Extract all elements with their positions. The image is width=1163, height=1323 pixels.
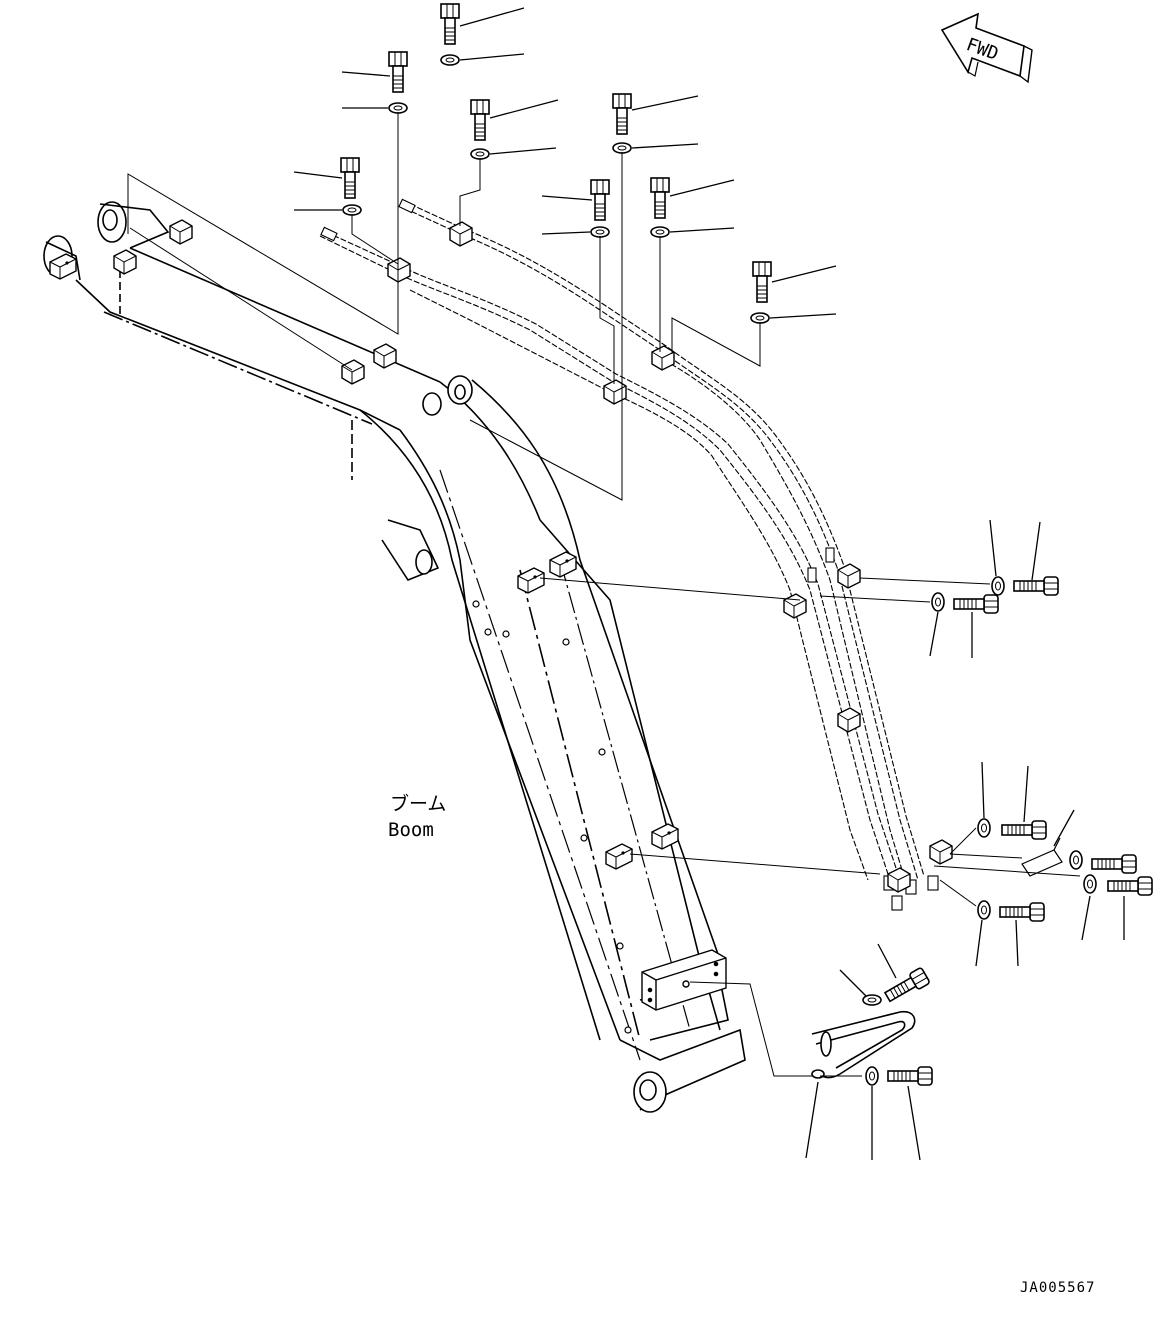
side-fasteners [862,576,1153,1086]
fwd-arrow-icon: FWD [940,12,1033,84]
part-label-en: Boom [388,819,434,841]
drawing-code: JA005567 [1020,1280,1095,1296]
leader-lines [127,7,1125,1161]
boom-brackets [49,253,679,870]
handrail-guard [811,1010,916,1079]
boom [43,201,746,1113]
mounting-plate [641,949,727,1011]
part-label-jp: ブーム [390,792,446,815]
